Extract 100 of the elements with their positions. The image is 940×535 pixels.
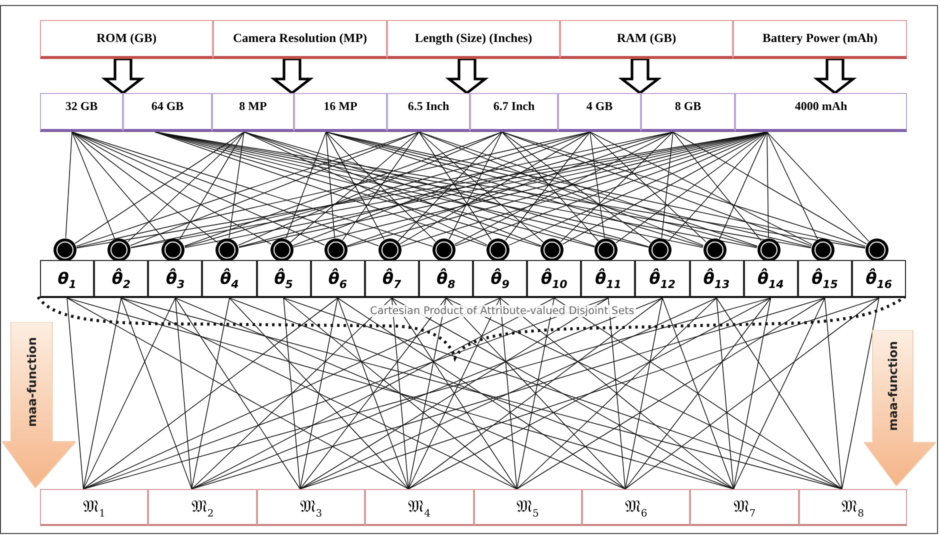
connector-line [733, 298, 826, 490]
value-cell [470, 93, 558, 132]
connector-line [624, 298, 880, 490]
model-label: 𝔐$_{2}$ [191, 497, 214, 517]
connector-line [130, 132, 420, 246]
tuple-cell [256, 260, 311, 298]
value-cell [558, 93, 641, 132]
attribute-cell [40, 20, 213, 59]
tuple-cell [310, 260, 365, 298]
connector-line [300, 298, 338, 490]
tuple-label: θ̂$_{4}$ [220, 269, 239, 288]
value-label: 4000 mAh [794, 99, 848, 113]
connector-line [718, 132, 768, 240]
model-label: 𝔐$_{8}$ [842, 497, 864, 517]
connector-line [502, 132, 866, 247]
tuple-cell [473, 260, 528, 298]
connector-line [191, 298, 555, 490]
connector-line [560, 132, 674, 242]
tuple-label: θ̂$_{3}$ [166, 269, 185, 288]
function-label: maa-function [886, 341, 900, 432]
value-cell [40, 93, 123, 132]
connector-line [616, 132, 768, 244]
tuple-label: θ̂$_{8}$ [436, 269, 456, 288]
value-label: 8 GB [674, 99, 702, 113]
tuple-label: θ̂$_{6}$ [328, 269, 348, 288]
connector-line [292, 132, 590, 246]
connector-line [733, 298, 772, 490]
value-cell [294, 93, 387, 132]
connector-line [179, 132, 244, 240]
model-cell [798, 489, 907, 526]
tuple-cell [418, 260, 473, 298]
connector-line [191, 298, 392, 490]
model-label: 𝔐$_{7}$ [733, 497, 756, 517]
connector-line [283, 298, 300, 490]
tuple-cell [364, 260, 419, 298]
value-cell [212, 93, 294, 132]
connector-line [662, 298, 734, 490]
connector-line [398, 132, 502, 242]
connector-line [418, 132, 704, 246]
connector-line [391, 298, 409, 490]
value-label: 6.7 Inch [493, 99, 535, 113]
connector-line [229, 298, 734, 490]
connector-line [716, 298, 842, 490]
connector-line [337, 298, 409, 490]
tuple-cell [40, 260, 94, 298]
connector-line [174, 298, 300, 490]
connector-line [716, 298, 734, 490]
connector-line [408, 298, 500, 490]
connector-line [337, 298, 626, 490]
connector-line [562, 132, 768, 245]
connector-line [766, 132, 818, 240]
connector-line [120, 298, 192, 490]
connector-line [516, 298, 555, 490]
connector-line [300, 298, 609, 490]
tuple-cell [798, 260, 852, 298]
model-cell [690, 489, 799, 526]
connector-line [82, 298, 609, 490]
connector-line [624, 298, 663, 490]
connector-line [590, 132, 706, 242]
block-arrow [445, 58, 489, 95]
connector-line [554, 298, 842, 490]
tuple-cell [744, 260, 798, 298]
model-label: 𝔐$_{1}$ [83, 497, 106, 517]
set-caption: Cartesian Product of Attribute-valued Disjoint Sets [368, 305, 636, 317]
connector-line [500, 298, 518, 490]
connector-line [446, 298, 842, 490]
tuple-cell [690, 260, 744, 298]
value-cell [735, 93, 907, 132]
connector-line [82, 298, 338, 490]
model-cell [40, 489, 148, 526]
value-label: 6.5 Inch [408, 99, 450, 113]
connector-line [66, 298, 84, 490]
connector-line [608, 298, 626, 490]
tuple-cell [852, 260, 906, 298]
connector-line [624, 298, 772, 490]
tuple-label: θ̂$_{5}$ [274, 269, 293, 288]
value-label: 4 GB [586, 99, 613, 113]
block-arrow [813, 58, 857, 95]
tuple-label: θ̂$_{15}$ [812, 269, 838, 288]
connector-line [244, 132, 542, 246]
connector-line [842, 298, 880, 490]
tuple-label: θ$_{1}$ [58, 269, 76, 288]
connector-line [408, 298, 446, 490]
attribute-label: Length (Size) (Inches) [414, 31, 532, 46]
connector-line [516, 298, 826, 490]
tuple-label: θ̂$_{9}$ [490, 269, 510, 288]
model-label: 𝔐$_{6}$ [624, 497, 648, 517]
connector-line [672, 132, 867, 244]
tuple-cell [527, 260, 582, 298]
attribute-label: Camera Resolution (MP) [233, 31, 367, 46]
function-label: maa-function [24, 336, 39, 427]
value-cell [387, 93, 470, 132]
model-cell [365, 489, 474, 526]
model-cell [148, 489, 257, 526]
value-cell [641, 93, 735, 132]
model-cell [256, 489, 366, 526]
connector-line [326, 132, 336, 238]
connector-line [408, 298, 663, 490]
model-label: 𝔐$_{5}$ [516, 497, 539, 517]
connector-line [448, 132, 502, 240]
